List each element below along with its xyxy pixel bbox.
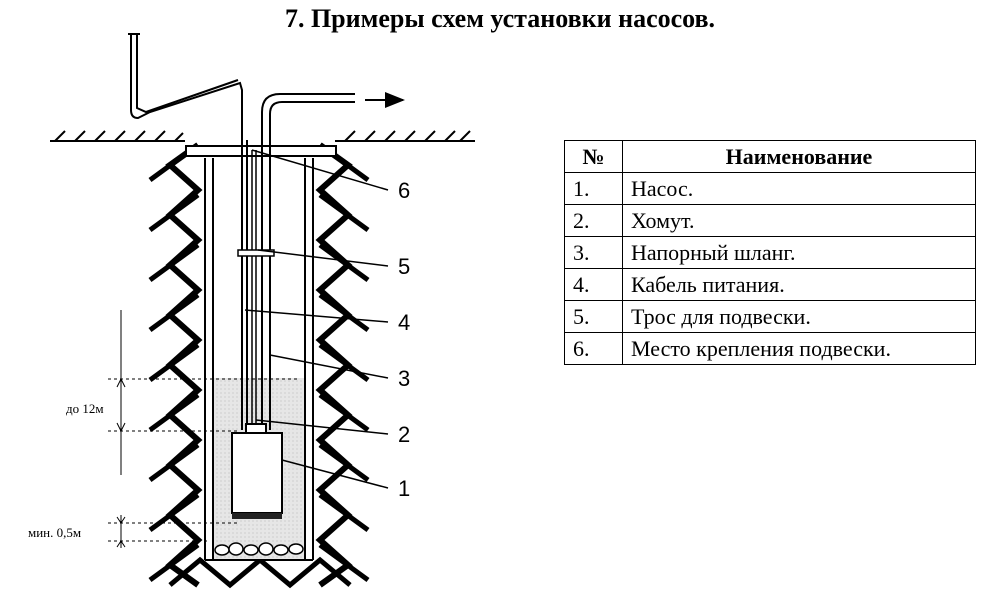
row-number: 6. xyxy=(564,332,623,365)
soil-right xyxy=(315,142,370,588)
min-clearance-label: мин. 0,5м xyxy=(28,525,81,540)
row-name: Насос. xyxy=(622,172,976,205)
table-row: 6. Место крепления подвески. xyxy=(564,332,976,365)
well-casing xyxy=(204,158,314,561)
row-name: Место крепления подвески. xyxy=(622,332,976,365)
power-cable-outside xyxy=(130,34,243,140)
table-row: 5. Трос для подвески. xyxy=(564,300,976,333)
row-number: 2. xyxy=(564,204,623,237)
row-name: Трос для подвески. xyxy=(622,300,976,333)
callout-5: 5 xyxy=(398,254,410,279)
row-number: 1. xyxy=(564,172,623,205)
table-header-row: № Наименование xyxy=(564,140,976,173)
pump xyxy=(231,432,283,514)
table-row: 2. Хомут. xyxy=(564,204,976,237)
callout-leaders xyxy=(244,149,389,489)
callout-4: 4 xyxy=(398,310,410,335)
row-name: Напорный шланг. xyxy=(622,236,976,269)
clamp xyxy=(237,249,275,257)
parts-table: № Наименование 1. Насос. 2. Хомут. 3. На… xyxy=(564,140,976,365)
table-row: 4. Кабель питания. xyxy=(564,268,976,301)
ground-surface xyxy=(50,130,475,142)
row-number: 3. xyxy=(564,236,623,269)
callout-2: 2 xyxy=(398,422,410,447)
row-name: Хомут. xyxy=(622,204,976,237)
callout-3: 3 xyxy=(398,366,410,391)
discharge-hose xyxy=(261,93,355,430)
row-name: Кабель питания. xyxy=(622,268,976,301)
page-title: 7. Примеры схем установки насосов. xyxy=(284,4,716,33)
water-depth-label: до 12м xyxy=(66,401,104,416)
gravel-bed xyxy=(214,542,304,556)
dimension-lines xyxy=(108,310,300,548)
table-row: 1. Насос. xyxy=(564,172,976,205)
soil-left xyxy=(148,142,203,588)
table-row: 3. Напорный шланг. xyxy=(564,236,976,269)
callout-6: 6 xyxy=(398,178,410,203)
well-installation-diagram: 6 5 4 3 2 1 до 12м мин. 0,5м xyxy=(28,33,475,589)
row-number: 5. xyxy=(564,300,623,333)
row-number: 4. xyxy=(564,268,623,301)
name-header: Наименование xyxy=(622,140,976,173)
number-header: № xyxy=(564,140,623,173)
callout-1: 1 xyxy=(398,476,410,501)
